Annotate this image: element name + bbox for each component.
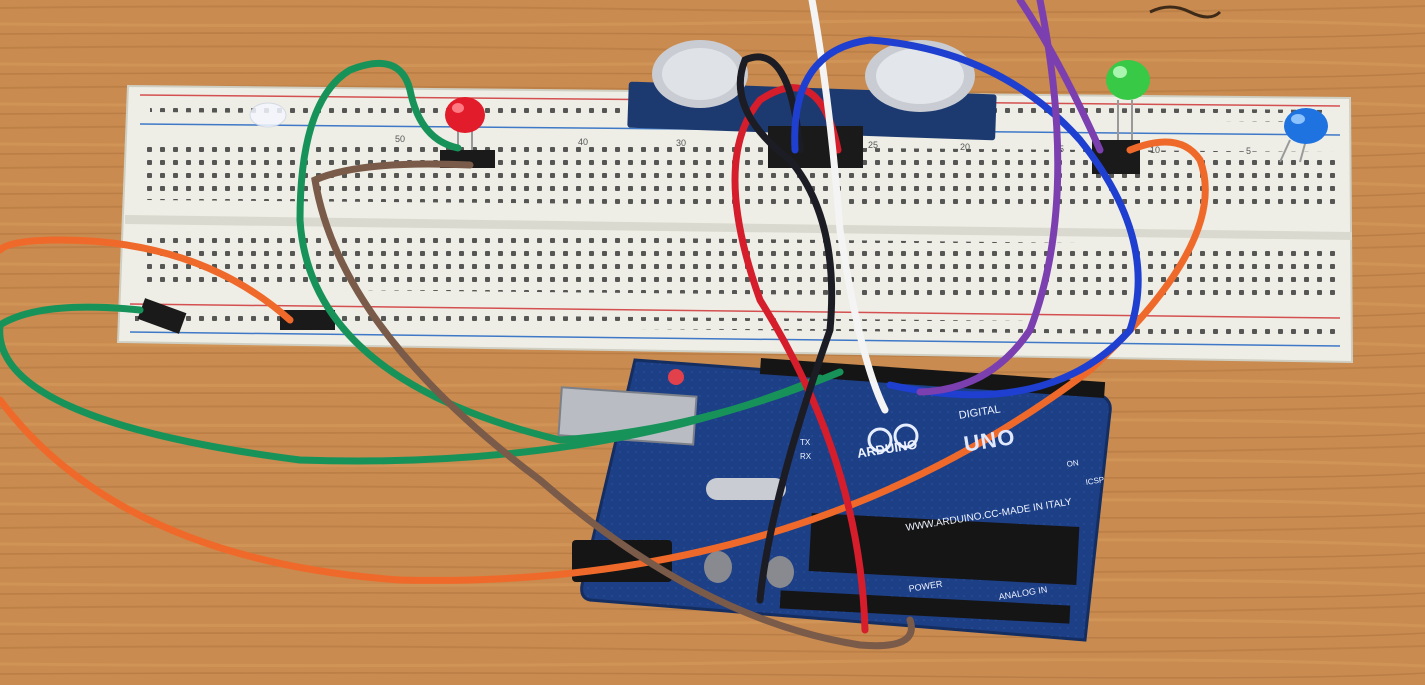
col-number: 10 (1150, 145, 1160, 155)
wire-blue (791, 36, 1142, 399)
wire-orange-1 (0, 236, 294, 324)
jumper-wires (0, 0, 1209, 650)
wood-knot (1149, 5, 1222, 19)
wire-black (736, 53, 836, 604)
wire-red (731, 84, 869, 634)
col-number: 25 (868, 140, 878, 150)
col-number: 40 (578, 137, 588, 147)
board-rx-label: RX (800, 452, 812, 461)
led-blue (1279, 108, 1328, 163)
col-number: 50 (395, 134, 405, 144)
ultrasonic-sensor (627, 40, 997, 168)
col-number: 20 (960, 142, 970, 152)
board-on-label: ON (1066, 458, 1080, 469)
led-green (1106, 60, 1150, 145)
jumper-plug (280, 310, 335, 330)
wire-green-2 (0, 303, 824, 465)
col-number: 5 (1246, 146, 1251, 156)
wire-brown (311, 160, 915, 650)
wire-orange-2 (0, 138, 1209, 584)
wire-purple (916, 0, 1104, 396)
col-number: 30 (676, 138, 686, 148)
led-white (249, 102, 287, 128)
jumper-plug (137, 298, 187, 334)
arduino-uno-board (557, 358, 1112, 642)
board-tx-label: TX (800, 438, 811, 447)
